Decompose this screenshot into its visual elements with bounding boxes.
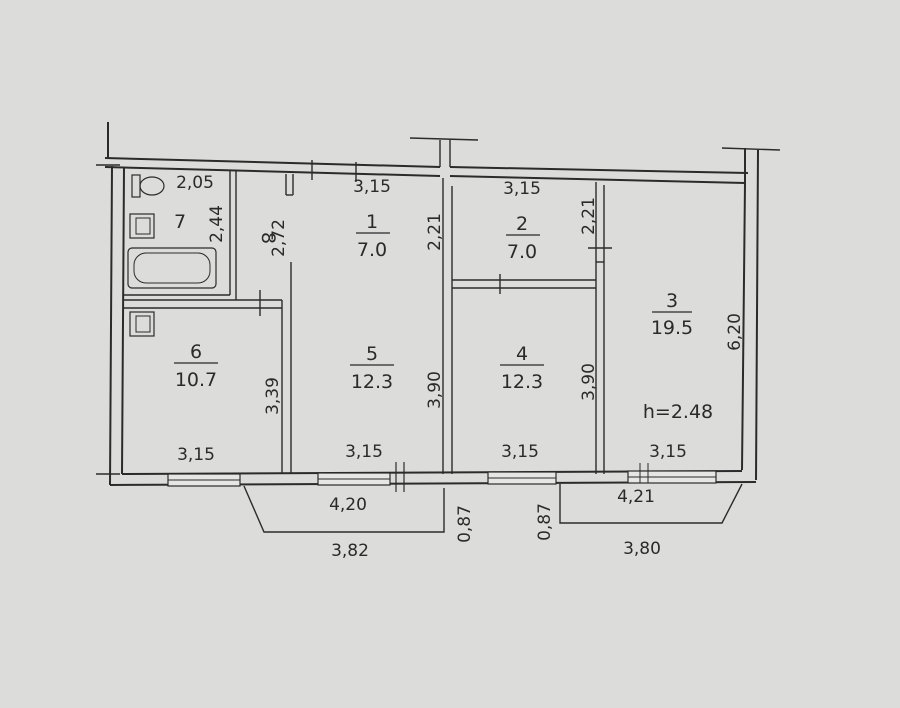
dim-room6-depth: 3,39: [263, 377, 283, 415]
dim-room3-width: 3,15: [649, 442, 687, 462]
dim-room4-width: 3,15: [501, 442, 539, 462]
room-6-area: 10.7: [175, 369, 217, 391]
windows: [167, 462, 717, 492]
dim-balcony-left-inner: 4,20: [329, 495, 367, 515]
sink-icon: [129, 213, 155, 239]
dim-balcony-right-outer: 3,80: [623, 539, 661, 559]
room-5-area: 12.3: [351, 371, 393, 393]
dim-room1-depth: 2,21: [425, 213, 445, 251]
dim-room2-depth: 2,21: [579, 197, 599, 235]
room-7-number: 7: [174, 211, 186, 233]
window-room6: [167, 473, 241, 487]
toilet-icon: [131, 174, 165, 198]
dimension-labels: 2,05 2,44 2,72 3,15 2,21 3,15 2,21 6,20 …: [176, 173, 745, 561]
balcony-left: [243, 485, 445, 533]
dim-bath-width: 2,05: [176, 173, 214, 193]
dim-balcony-left-depth: 0,87: [455, 505, 475, 543]
window-room4: [487, 471, 557, 485]
kitchen-sink-icon: [129, 311, 155, 337]
dim-balcony-right-inner: 4,21: [617, 487, 655, 507]
balconies: [243, 483, 743, 533]
dim-balcony-right-depth: 0,87: [535, 503, 555, 541]
window-room3: [627, 463, 717, 484]
room-3-area: 19.5: [651, 317, 693, 339]
ceiling-height-label: h=2.48: [643, 401, 713, 423]
room-1-number: 1: [366, 211, 378, 233]
room-6-number: 6: [190, 341, 202, 363]
room-8-number: 8: [257, 232, 279, 244]
room-labels: 1 7.0 2 7.0 3 19.5 4 12.3 5 12.3 6 10.7 …: [174, 211, 713, 423]
room-5-number: 5: [366, 343, 378, 365]
dim-corridor-depth: 2,72: [269, 219, 289, 257]
room-4-area: 12.3: [501, 371, 543, 393]
dim-room5-depth: 3,90: [425, 371, 445, 409]
balcony-right: [559, 483, 743, 524]
dim-room6-width: 3,15: [177, 445, 215, 465]
dim-bath-depth: 2,44: [207, 205, 227, 243]
bathtub-icon: [127, 247, 217, 289]
room-3-number: 3: [666, 290, 678, 312]
room-4-number: 4: [516, 343, 528, 365]
fixtures: [127, 174, 217, 337]
dim-room4-depth: 3,90: [579, 363, 599, 401]
interior-partitions: [124, 160, 612, 474]
room-2-area: 7.0: [507, 241, 537, 263]
room-1-area: 7.0: [357, 239, 387, 261]
dim-room5-width: 3,15: [345, 442, 383, 462]
dim-balcony-left-outer: 3,82: [331, 541, 369, 561]
dim-room2-width: 3,15: [503, 179, 541, 199]
dim-room1-width: 3,15: [353, 177, 391, 197]
room-2-number: 2: [516, 213, 528, 235]
dim-room3-depth: 6,20: [725, 313, 745, 351]
window-room5: [317, 462, 405, 492]
